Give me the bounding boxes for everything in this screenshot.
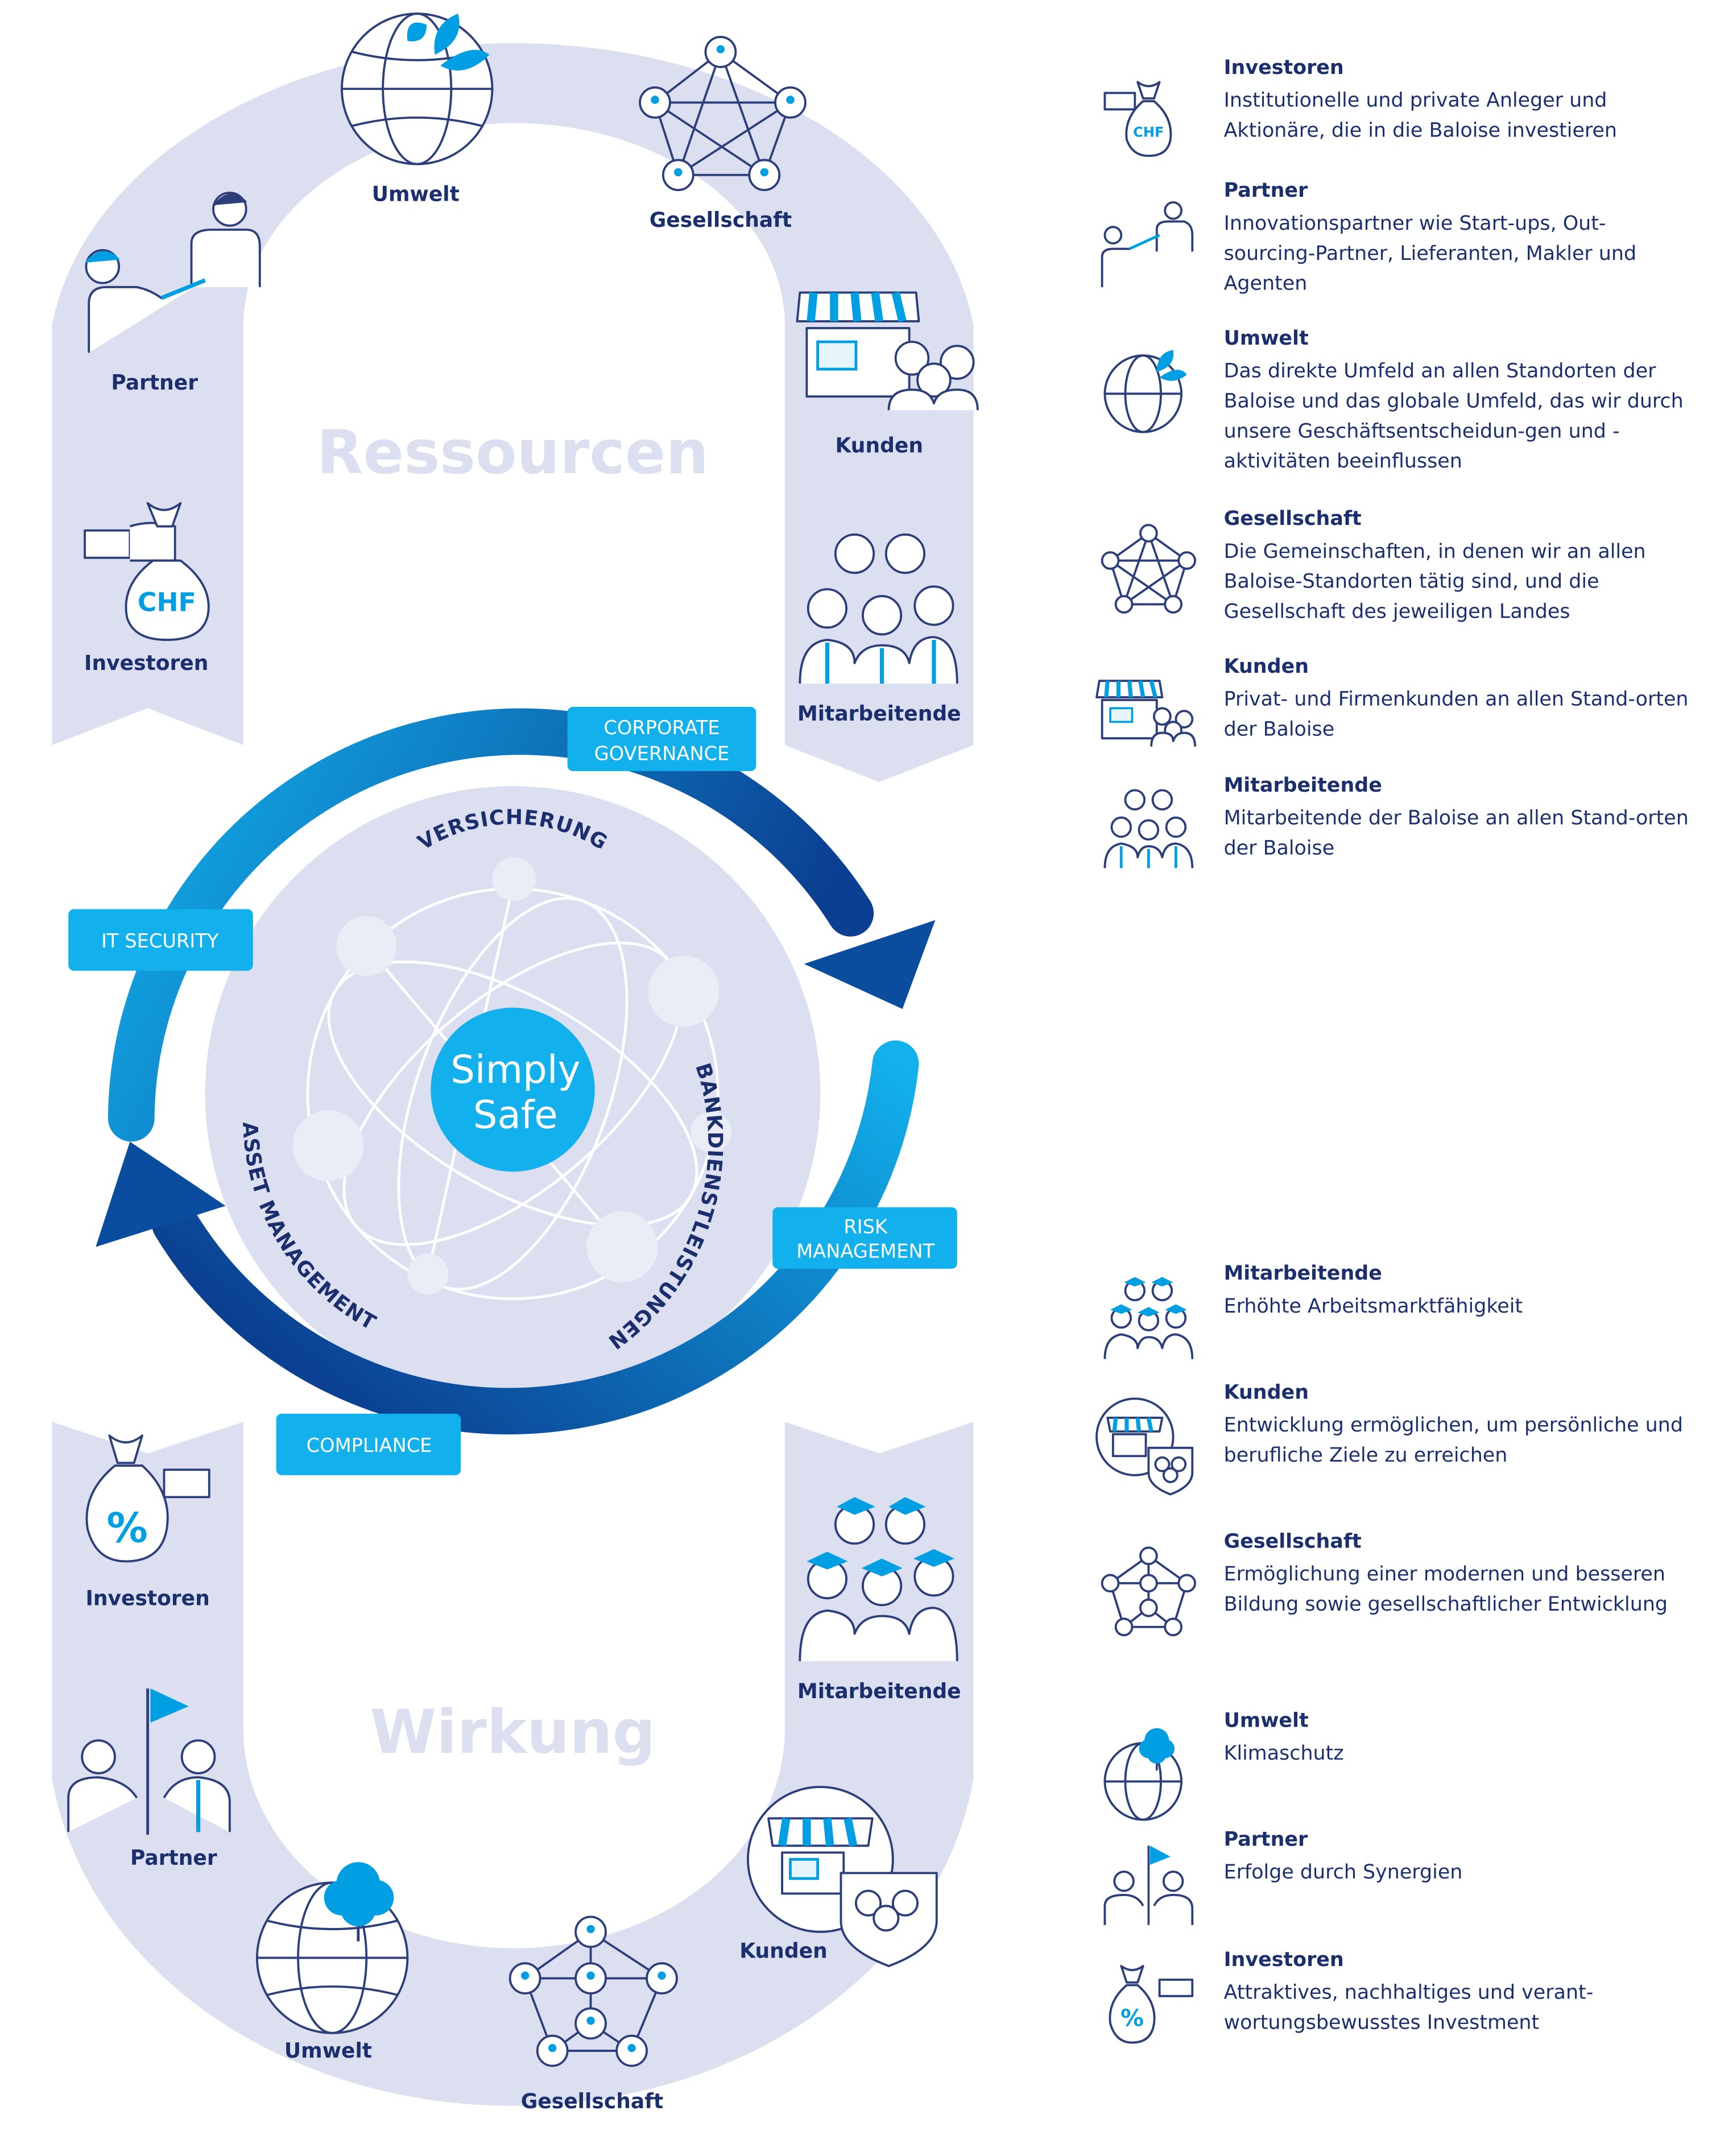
resources-band xyxy=(52,43,974,783)
legend-item: Gesellschaft Die Gemeinschaften, in dene… xyxy=(1094,508,1682,698)
legend-text: Privat- und Firmenkunden an allen Stand-… xyxy=(1223,689,1689,741)
money-bag-percent-icon: % xyxy=(1109,1965,1194,2044)
globe-tree-icon xyxy=(256,1862,409,2034)
legend-text: Erfolge durch Synergien xyxy=(1223,1862,1463,1884)
legend-item: Umwelt Das direkte Umfeld an allen Stand… xyxy=(1094,328,1684,517)
legend-title: Gesellschaft xyxy=(1223,508,1362,531)
network-icon xyxy=(639,35,807,192)
money-bag-percent-icon: % xyxy=(85,1434,210,1563)
legend-text: Entwicklung ermöglichen, um persönliche … xyxy=(1223,1415,1683,1467)
legend-title: Mitarbeitende xyxy=(1223,775,1382,797)
legend-item: Kunden Entwicklung ermöglichen, um persö… xyxy=(1094,1382,1683,1571)
chf-text: CHF xyxy=(138,587,196,618)
tag-it-security: IT SECURITY xyxy=(68,909,253,971)
svg-text:CORPORATE: CORPORATE xyxy=(603,717,720,739)
legend-title: Kunden xyxy=(1223,1382,1309,1404)
legend-item: Partner Innovationspartner wie Start-ups… xyxy=(1094,180,1682,370)
globe-tree-icon xyxy=(1103,1728,1182,1821)
res-label-kunden: Kunden xyxy=(835,434,923,458)
network-icon xyxy=(1101,524,1197,614)
legend-text: Mitarbeitende der Baloise an allen Stand… xyxy=(1223,808,1689,860)
res-label-investoren: Investoren xyxy=(84,651,208,675)
legend-item: Umwelt Klimaschutz xyxy=(1094,1710,1682,1900)
handshake-icon xyxy=(1101,201,1194,287)
svg-text:COMPLIANCE: COMPLIANCE xyxy=(307,1434,432,1456)
legend-title: Investoren xyxy=(1223,57,1344,80)
tag-corporate-governance: CORPORATE GOVERNANCE xyxy=(567,706,756,771)
legend-item: Partner Erfolge durch Synergien xyxy=(1094,1830,1682,2018)
money-bag-chf-icon: CHF xyxy=(84,502,210,641)
simply-safe-circle xyxy=(431,1007,595,1172)
imp-label-kunden: Kunden xyxy=(739,1939,828,1963)
tag-compliance: COMPLIANCE xyxy=(276,1413,461,1475)
network-nodes xyxy=(292,857,732,1295)
legend-item: Mitarbeitende Mitarbeitende der Baloise … xyxy=(1094,775,1689,964)
flag-partners-icon xyxy=(1103,1845,1194,1925)
legend-item: % Investoren Attraktives, nachhaltiges u… xyxy=(1094,1950,1682,2138)
globe-leaf-icon xyxy=(341,13,494,165)
legend-title: Mitarbeitende xyxy=(1223,1263,1382,1285)
legend-title: Kunden xyxy=(1223,656,1309,678)
network-icon xyxy=(508,1915,678,2067)
legend-text: Ermöglichung einer modernen und besseren… xyxy=(1223,1564,1668,1616)
legend-title: Partner xyxy=(1223,1829,1308,1852)
shop-customers-icon xyxy=(796,291,979,411)
legend-item: Gesellschaft Ermöglichung einer modernen… xyxy=(1094,1531,1682,1720)
res-label-gesellschaft: Gesellschaft xyxy=(650,208,792,232)
percent-text: % xyxy=(106,1505,147,1553)
legend-title: Partner xyxy=(1223,180,1308,202)
employees-icon xyxy=(1103,789,1194,868)
cycle-arrowhead-bottom xyxy=(96,1141,226,1247)
imp-label-investoren: Investoren xyxy=(85,1586,209,1610)
legend-item: Mitarbeitende Erhöhte Arbeitsmarktfähigk… xyxy=(1094,1263,1682,1452)
legend-text: Innovationspartner wie Start-ups, Out-so… xyxy=(1223,213,1637,296)
svg-text:IT SECURITY: IT SECURITY xyxy=(101,930,219,952)
legend-text: Institutionelle und private Anleger und … xyxy=(1223,90,1618,143)
center-line1: Simply xyxy=(450,1048,580,1092)
shop-shield-icon xyxy=(1095,1397,1194,1496)
imp-label-umwelt: Umwelt xyxy=(284,2039,372,2063)
tag-risk-management: RISK MANAGEMENT xyxy=(772,1207,957,1269)
legend-text: Erhöhte Arbeitsmarktfähigkeit xyxy=(1223,1296,1523,1318)
flag-partners-icon xyxy=(67,1688,231,1835)
res-label-partner: Partner xyxy=(111,371,198,395)
shop-shield-icon xyxy=(747,1786,938,1967)
legend-item: Kunden Privat- und Firmenkunden an allen… xyxy=(1094,656,1689,845)
graduates-icon xyxy=(1103,1277,1194,1359)
shop-customers-icon xyxy=(1095,680,1197,747)
legend-title: Investoren xyxy=(1223,1950,1344,1972)
impact-heading: Wirkung xyxy=(370,1697,656,1767)
employees-icon xyxy=(799,533,958,684)
imp-label-gesellschaft: Gesellschaft xyxy=(521,2089,663,2113)
money-bag-chf-icon: CHF xyxy=(1103,81,1172,157)
svg-text:%: % xyxy=(1120,2005,1144,2032)
cycle-arrowhead-top xyxy=(804,920,936,1009)
svg-text:GOVERNANCE: GOVERNANCE xyxy=(594,743,730,765)
legend-title: Umwelt xyxy=(1223,328,1309,350)
svg-text:RISK: RISK xyxy=(843,1215,888,1238)
svg-text:CHF: CHF xyxy=(1133,124,1164,140)
svg-text:MANAGEMENT: MANAGEMENT xyxy=(796,1240,935,1263)
legend-text: Das direkte Umfeld an allen Standorten d… xyxy=(1223,361,1684,473)
imp-label-partner: Partner xyxy=(130,1846,217,1870)
graduates-icon xyxy=(799,1497,958,1661)
legend-text: Die Gemeinschaften, in denen wir an alle… xyxy=(1223,541,1646,624)
legend-title: Umwelt xyxy=(1223,1710,1309,1732)
res-label-mitarbeitende: Mitarbeitende xyxy=(797,702,961,726)
legend-text: Attraktives, nachhaltiges und verant-wor… xyxy=(1223,1982,1594,2035)
legend-text: Klimaschutz xyxy=(1223,1743,1344,1765)
globe-leaf-icon xyxy=(1103,350,1187,433)
res-label-umwelt: Umwelt xyxy=(372,182,460,206)
legend-title: Gesellschaft xyxy=(1223,1531,1362,1553)
network-icon xyxy=(1101,1546,1197,1637)
imp-label-mitarbeitende: Mitarbeitende xyxy=(797,1679,961,1703)
center-line2: Safe xyxy=(473,1093,558,1137)
resources-heading: Ressourcen xyxy=(317,417,709,487)
legend-item: CHF Investoren Institutionelle und priva… xyxy=(1094,57,1682,246)
